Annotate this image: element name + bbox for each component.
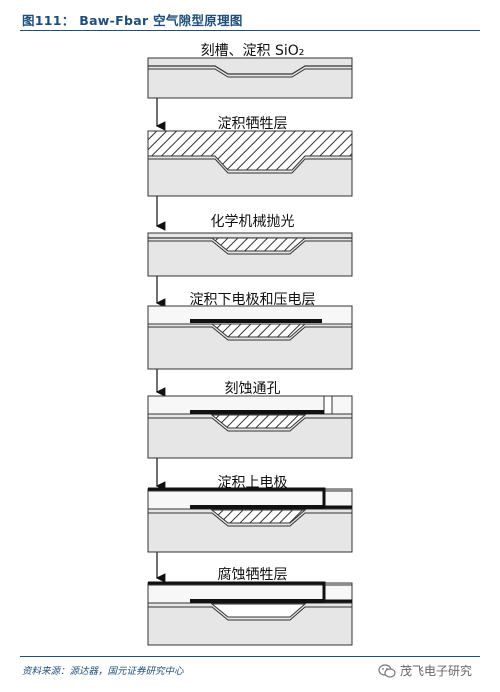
footer-divider	[20, 656, 480, 657]
step-label-7: 腐蚀牺牲层	[217, 567, 288, 583]
source-note: 资料来源：源达器，国元证券研究中心	[22, 666, 184, 677]
header-divider	[20, 30, 480, 31]
step-label-6: 淀积上电极	[217, 475, 288, 491]
step-label-1: 刻槽、淀积 SiO₂	[200, 43, 305, 59]
step-label-4: 淀积下电极和压电层	[189, 292, 316, 308]
step-3-cross-section	[147, 232, 353, 277]
watermark: 茂飞电子研究	[378, 662, 472, 679]
step-4-cross-section	[147, 305, 353, 370]
step-label-5: 刻蚀通孔	[224, 381, 281, 397]
step-7-cross-section	[147, 581, 353, 646]
step-2-cross-section	[147, 130, 353, 197]
step-1-cross-section	[147, 57, 353, 99]
wechat-icon	[378, 663, 396, 678]
step-label-2: 淀积牺牲层	[217, 116, 288, 132]
figure-title: 图111： Baw-Fbar 空气隙型原理图	[22, 13, 243, 28]
watermark-text: 茂飞电子研究	[400, 664, 473, 678]
step-5-cross-section	[147, 395, 353, 459]
step-label-3: 化学机械抛光	[210, 214, 295, 230]
step-6-cross-section	[147, 487, 353, 553]
